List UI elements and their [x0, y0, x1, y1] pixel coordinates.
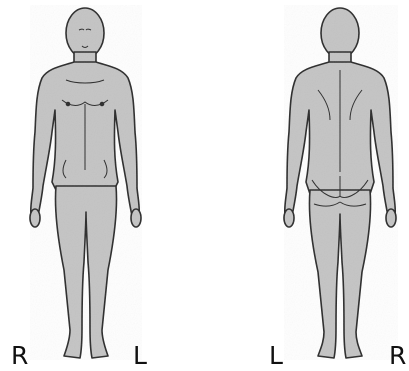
front-left-side-label: L: [133, 343, 147, 368]
back-right-side-label: R: [389, 343, 406, 368]
front-right-side-label: R: [11, 343, 28, 368]
front-texture: [30, 5, 142, 360]
back-left-side-label: L: [269, 343, 283, 368]
back-texture: [284, 5, 398, 360]
